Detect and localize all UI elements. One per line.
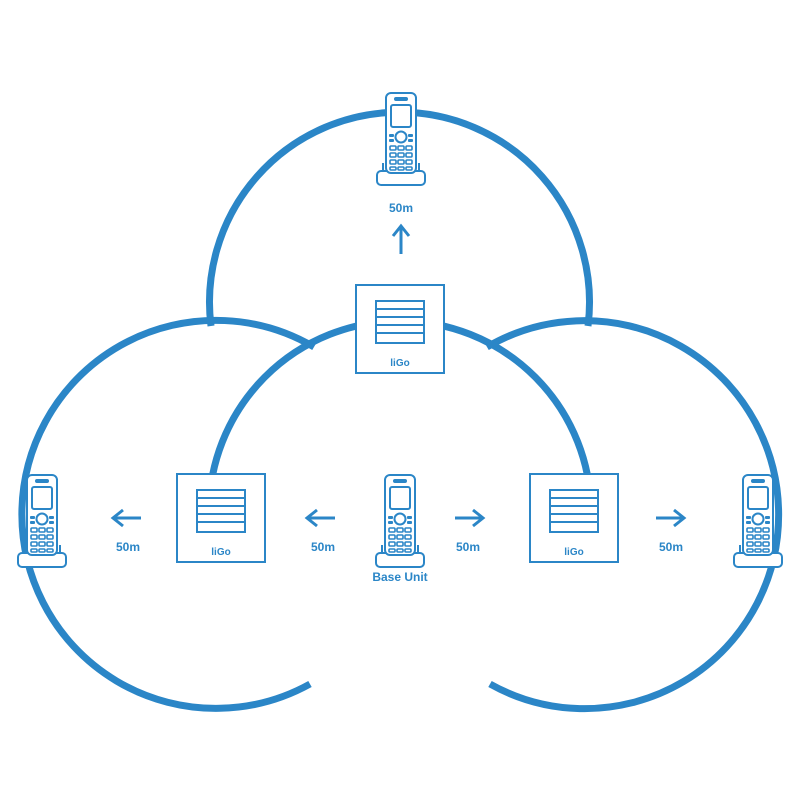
arrow-up-icon	[391, 224, 411, 256]
arrow-right-outer-icon	[654, 508, 686, 528]
distance-label-top: 50m	[389, 201, 413, 215]
base-unit-icon	[375, 474, 425, 568]
arrow-left-inner-icon	[305, 508, 337, 528]
diagram-art: 50m liGo 50m liGo 50m Base Unit 50m liGo…	[17, 92, 783, 713]
distance-label-center-left: 50m	[311, 540, 335, 554]
base-unit-label: Base Unit	[372, 570, 427, 584]
repeater-right-label: liGo	[564, 547, 583, 558]
distance-label-right: 50m	[659, 540, 683, 554]
handset-top-icon	[376, 92, 426, 186]
coverage-circle-left	[18, 316, 316, 712]
repeater-left-label: liGo	[211, 547, 230, 558]
distance-label-left: 50m	[116, 540, 140, 554]
arrow-right-inner-icon	[453, 508, 485, 528]
repeater-top-label: liGo	[390, 358, 409, 369]
arrow-left-outer-icon	[111, 508, 143, 528]
distance-label-center-right: 50m	[456, 540, 480, 554]
coverage-circle-right	[485, 317, 783, 713]
